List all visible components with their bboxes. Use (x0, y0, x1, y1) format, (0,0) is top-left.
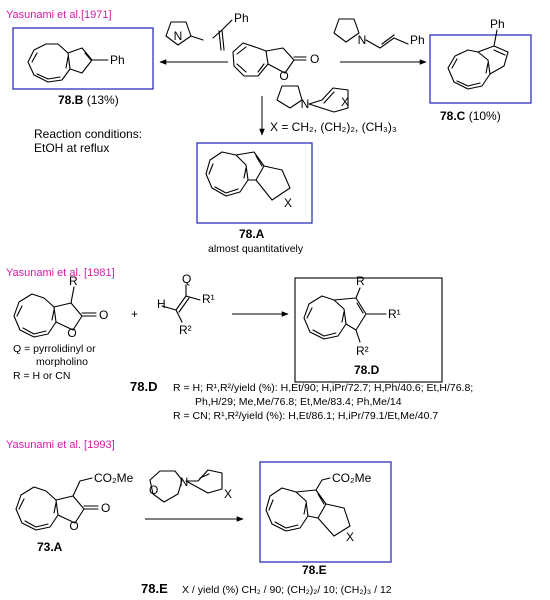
reagent-morpholine-enamine: O N X (149, 469, 232, 503)
atom-x: X (341, 95, 349, 109)
product-78e-box (259, 461, 392, 563)
product-78a-id: 78.A (239, 227, 265, 241)
atom-x: X (346, 530, 354, 544)
product-78b-structure: Ph (27, 43, 125, 83)
start-cycloheptafuranone-1993: CO₂Me O O (15, 471, 134, 533)
product-78a-box (196, 142, 313, 224)
start-cycloheptafuranone-1981: R O O (13, 274, 108, 340)
substituent-r: R (69, 274, 78, 288)
atom-q: Q (182, 272, 191, 286)
product-78b-label: 78.B (13%) (58, 93, 119, 107)
product-78e-structure: CO₂Me X (265, 471, 372, 544)
product-78e-id: 78.E (302, 563, 327, 577)
product-78c-box (429, 34, 532, 104)
atom-x: X (224, 487, 232, 501)
product-78a-note: almost quantitatively (208, 243, 304, 255)
atom-n: N (301, 97, 310, 111)
x-definition: X = CH₂, (CH₂)₂, (CH₃)₃ (270, 120, 397, 134)
phenyl-label: Ph (110, 53, 125, 67)
section-1981: Yasunami et al. [1981] R O O + H Q R¹ R²… (6, 267, 473, 422)
yields-78d-line3: R = CN; R¹,R²/yield (%): H,Et/86.1; H,iP… (173, 410, 438, 422)
yields-78e-id: 78.E (141, 581, 168, 596)
citation-1981: Yasunami et al. [1981] (6, 267, 115, 279)
atom-n: N (358, 33, 367, 47)
reagent-phenyl-vinyl-pyrrolidine: N Ph (165, 11, 249, 51)
q-definition-line1: Q = pyrrolidinyl or (13, 343, 96, 355)
citation-1993: Yasunami et al. [1993] (6, 439, 115, 451)
yields-78d-id: 78.D (130, 379, 157, 394)
ring-oxygen: O (69, 519, 78, 533)
product-78d-structure: R R¹ R² (303, 274, 401, 358)
start-73a-id: 73.A (37, 540, 63, 554)
ester-group: CO₂Me (332, 471, 372, 485)
plus-sign: + (131, 307, 138, 321)
yields-78d-line2: Ph,H/29; Me,Me/76.8; Et,Me/83.4; Ph,Me/1… (195, 396, 402, 408)
substituent-r1: R¹ (202, 292, 215, 306)
substituent-r1: R¹ (388, 307, 401, 321)
atom-h: H (157, 297, 166, 311)
atom-o: O (149, 483, 158, 497)
citation-1971: Yasunami et al.[1971] (6, 9, 112, 21)
phenyl-label: Ph (490, 17, 505, 31)
q-definition-line2: morpholino (36, 356, 88, 368)
substituent-r2: R² (356, 344, 369, 358)
conditions-line2: EtOH at reflux (34, 141, 109, 155)
carbonyl-oxygen: O (310, 52, 319, 66)
product-78b-box (12, 27, 154, 90)
start-cycloheptafuranone-1971: O O (232, 42, 319, 83)
ester-group: CO₂Me (94, 471, 134, 485)
yields-78d-line1: R = H; R¹,R²/yield (%): H,Et/90; H,iPr/7… (173, 382, 473, 394)
r-definition: R = H or CN (13, 370, 70, 382)
product-78c-label: 78.C (10%) (440, 109, 501, 123)
ring-oxygen: O (279, 69, 288, 83)
carbonyl-oxygen: O (99, 308, 108, 322)
atom-x: X (284, 196, 292, 210)
product-78a-structure: X (205, 151, 292, 210)
product-78d-box (294, 277, 443, 383)
atom-n: N (174, 29, 183, 43)
product-78d-id: 78.D (354, 363, 380, 377)
carbonyl-oxygen: O (101, 501, 110, 515)
substituent-r: R (356, 274, 365, 288)
section-1971: Yasunami et al.[1971] N Ph N Ph O O (6, 9, 532, 255)
reagent-enamine-1981: H Q R¹ R² (157, 272, 215, 337)
conditions-line1: Reaction conditions: (34, 127, 142, 141)
phenyl-label: Ph (234, 11, 249, 25)
product-78c-structure: Ph (447, 17, 509, 90)
reagent-cycloalkenyl-pyrrolidine: N X X = CH₂, (CH₂)₂, (CH₃)₃ (270, 85, 397, 134)
yields-78e-text: X / yield (%) CH₂ / 90; (CH₂)₂/ 10; (CH₂… (182, 584, 392, 596)
substituent-r2: R² (179, 323, 192, 337)
reagent-styryl-pyrrolidine: N Ph (333, 18, 425, 49)
phenyl-label: Ph (410, 33, 425, 47)
section-1993: Yasunami et al. [1993] CO₂Me O O 73.A O … (6, 439, 392, 596)
ring-oxygen: O (67, 326, 76, 340)
atom-n: N (180, 475, 189, 489)
